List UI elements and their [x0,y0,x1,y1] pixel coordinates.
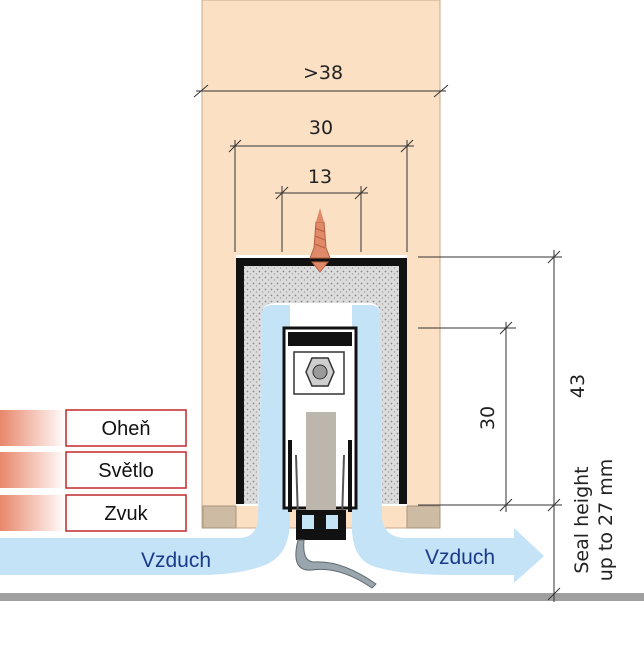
seal-height-label: Seal height [571,466,593,573]
floor [0,593,644,601]
svg-text:Oheň: Oheň [102,418,151,440]
label-sound: Zvuk [65,494,187,532]
air-label-left: Vzduch [141,549,211,572]
seal-height-sublabel: up to 27 mm [595,459,617,582]
dim-seal-travel: 30 [477,406,499,430]
foam-insulation [244,266,399,504]
air-flow-left [0,305,290,575]
door-foot-left [202,505,237,529]
svg-text:Světlo: Světlo [98,460,154,482]
door-foot-right [406,505,441,529]
air-label-right: Vzduch [425,546,495,569]
dim-profile-width: 30 [309,117,333,139]
dim-screw-spacing: 13 [308,166,332,188]
svg-text:Zvuk: Zvuk [104,503,148,525]
dim-profile-height: 43 [567,374,589,398]
dim-door-width: >38 [303,62,343,84]
air-flow-right [351,305,544,583]
label-light: Světlo [65,451,187,489]
mechanism-rod [306,412,336,512]
label-fire: Oheň [65,409,187,447]
rubber-seal [295,539,377,589]
